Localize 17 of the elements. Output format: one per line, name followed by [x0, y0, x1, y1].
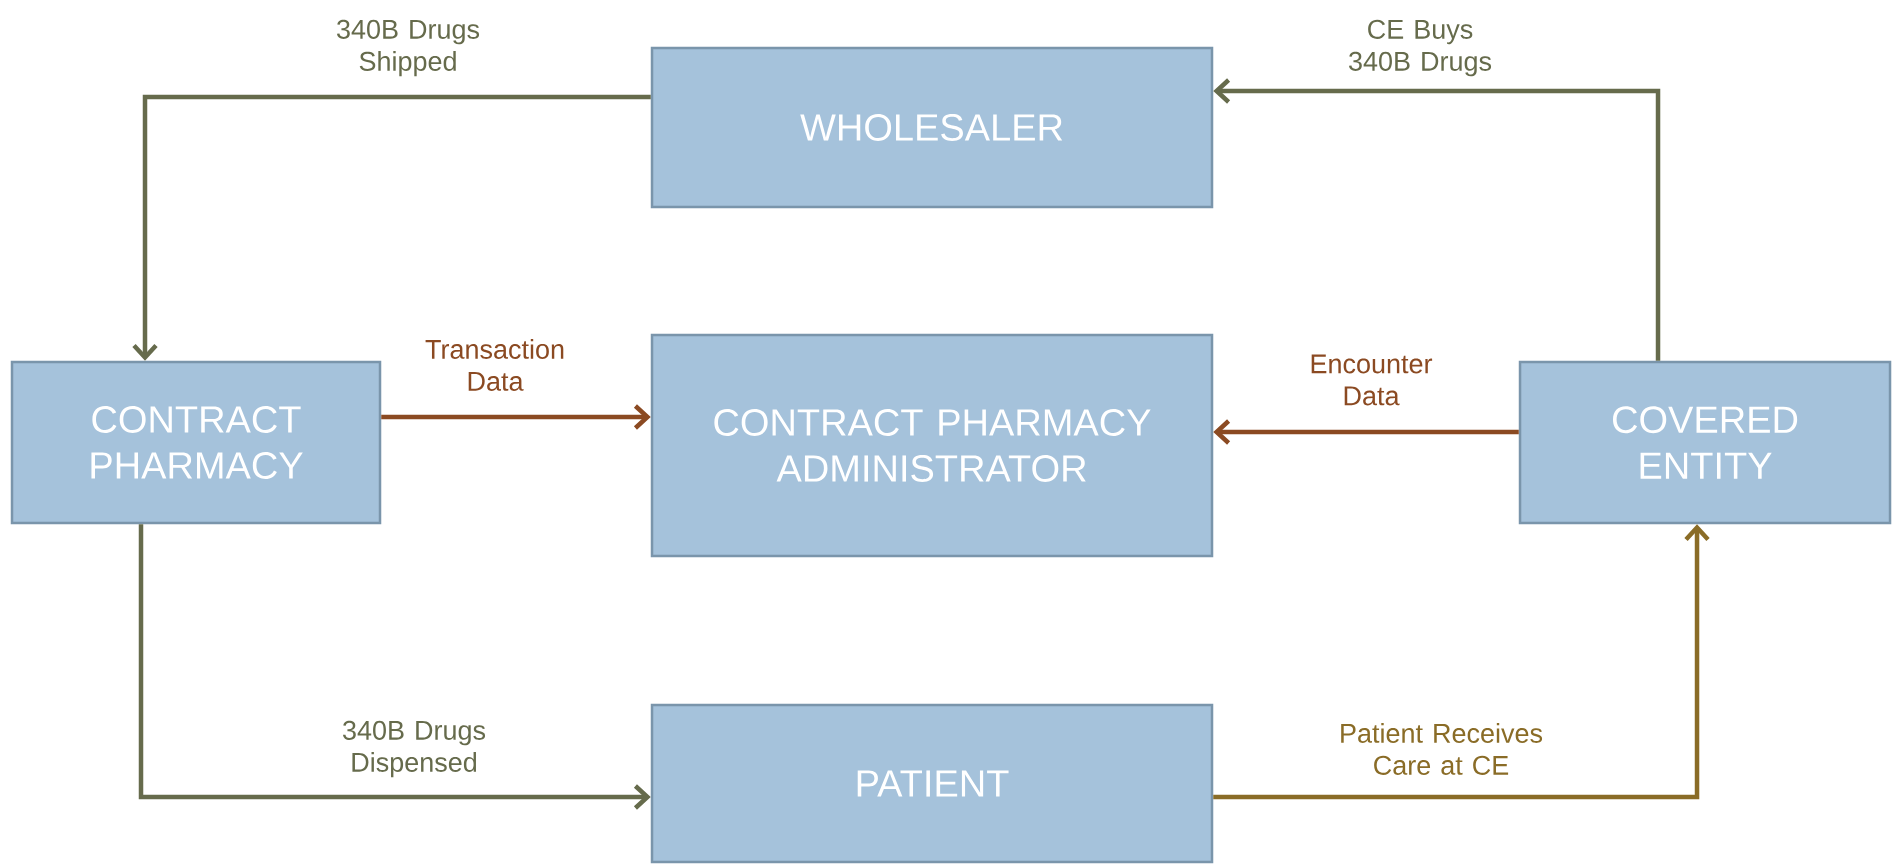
arrow: [132, 94, 651, 361]
arrow: [1213, 524, 1710, 800]
arrow: [138, 524, 651, 810]
process-box: PATIENT: [650, 703, 1214, 864]
edge-label: Encounter Data: [1311, 354, 1433, 406]
arrow: [381, 404, 651, 430]
edge-label: CE Buys 340B Drugs: [1349, 19, 1492, 77]
arrow: [1213, 419, 1519, 445]
edge-label: 340B Drugs Dispensed: [343, 720, 486, 778]
process-box: COVERED ENTITY: [1518, 360, 1892, 525]
process-box: CONTRACT PHARMACY: [10, 360, 382, 525]
edge-label: Transaction Data: [425, 339, 564, 391]
arrow: [1213, 78, 1661, 361]
process-box: CONTRACT PHARMACY ADMINISTRATOR: [650, 333, 1214, 558]
process-box: WHOLESALER: [650, 46, 1214, 209]
edge-label: Patient Receives Care at CE: [1341, 723, 1543, 775]
edge-label: 340B Drugs Shipped: [337, 19, 480, 77]
